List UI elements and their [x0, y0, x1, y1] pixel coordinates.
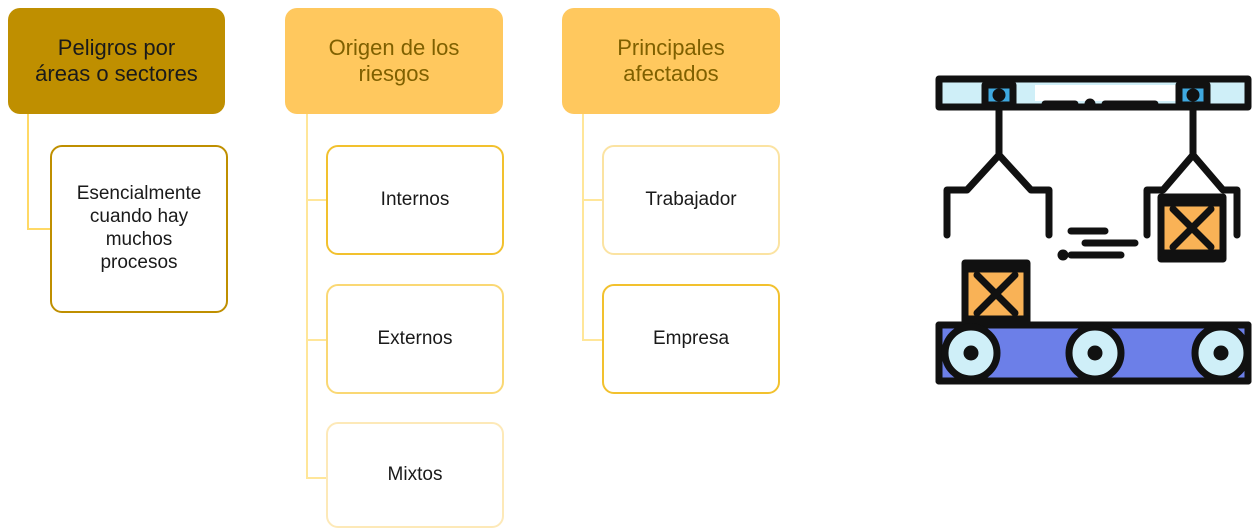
package-strap	[973, 271, 1019, 317]
column-header-label: Peligros por áreas o sectores	[35, 34, 198, 86]
rail-accent	[1035, 85, 1205, 101]
roller-axle	[1213, 345, 1229, 361]
connector-line	[582, 114, 604, 340]
rail-dot	[1084, 98, 1096, 110]
arm-part	[995, 151, 1053, 239]
package-strap	[1169, 205, 1215, 251]
child-box-label: Empresa	[652, 327, 730, 349]
motion-dot	[1057, 249, 1069, 261]
child-box-label: Mixtos	[387, 463, 443, 485]
child-box-label: Esencialmente cuando hay muchos procesos	[76, 183, 202, 273]
connector-branch	[306, 339, 328, 341]
roller-axle	[963, 345, 979, 361]
child-box-esencialmente: Esencialmente cuando hay muchos procesos	[50, 145, 228, 313]
connector-branch	[306, 477, 328, 479]
column-header-label: Principales afectados	[617, 34, 725, 86]
child-box-externos: Externos	[326, 284, 504, 394]
joint-dot	[992, 88, 1006, 102]
column-header-label: Origen de los riesgos	[328, 34, 460, 86]
arm-part	[1189, 151, 1241, 239]
connector-line	[306, 114, 328, 479]
connector-branch	[582, 199, 604, 201]
arm-part	[943, 151, 1003, 239]
joint-dot	[1186, 88, 1200, 102]
child-box-label: Externos	[377, 327, 453, 349]
arm-part	[1143, 151, 1197, 239]
child-box-empresa: Empresa	[602, 284, 780, 394]
connector-branch	[582, 339, 604, 341]
child-box-internos: Internos	[326, 145, 504, 255]
conveyor-robot-arms-icon	[935, 75, 1252, 385]
column-header-origen: Origen de los riesgos	[285, 8, 503, 114]
child-box-label: Trabajador	[645, 188, 737, 210]
connector-branch	[306, 199, 328, 201]
roller-axle	[1087, 345, 1103, 361]
child-box-label: Internos	[380, 188, 450, 210]
column-header-principales: Principales afectados	[562, 8, 780, 114]
child-box-mixtos: Mixtos	[326, 422, 504, 528]
connector-line	[27, 114, 52, 230]
child-box-trabajador: Trabajador	[602, 145, 780, 255]
column-header-peligros: Peligros por áreas o sectores	[8, 8, 225, 114]
